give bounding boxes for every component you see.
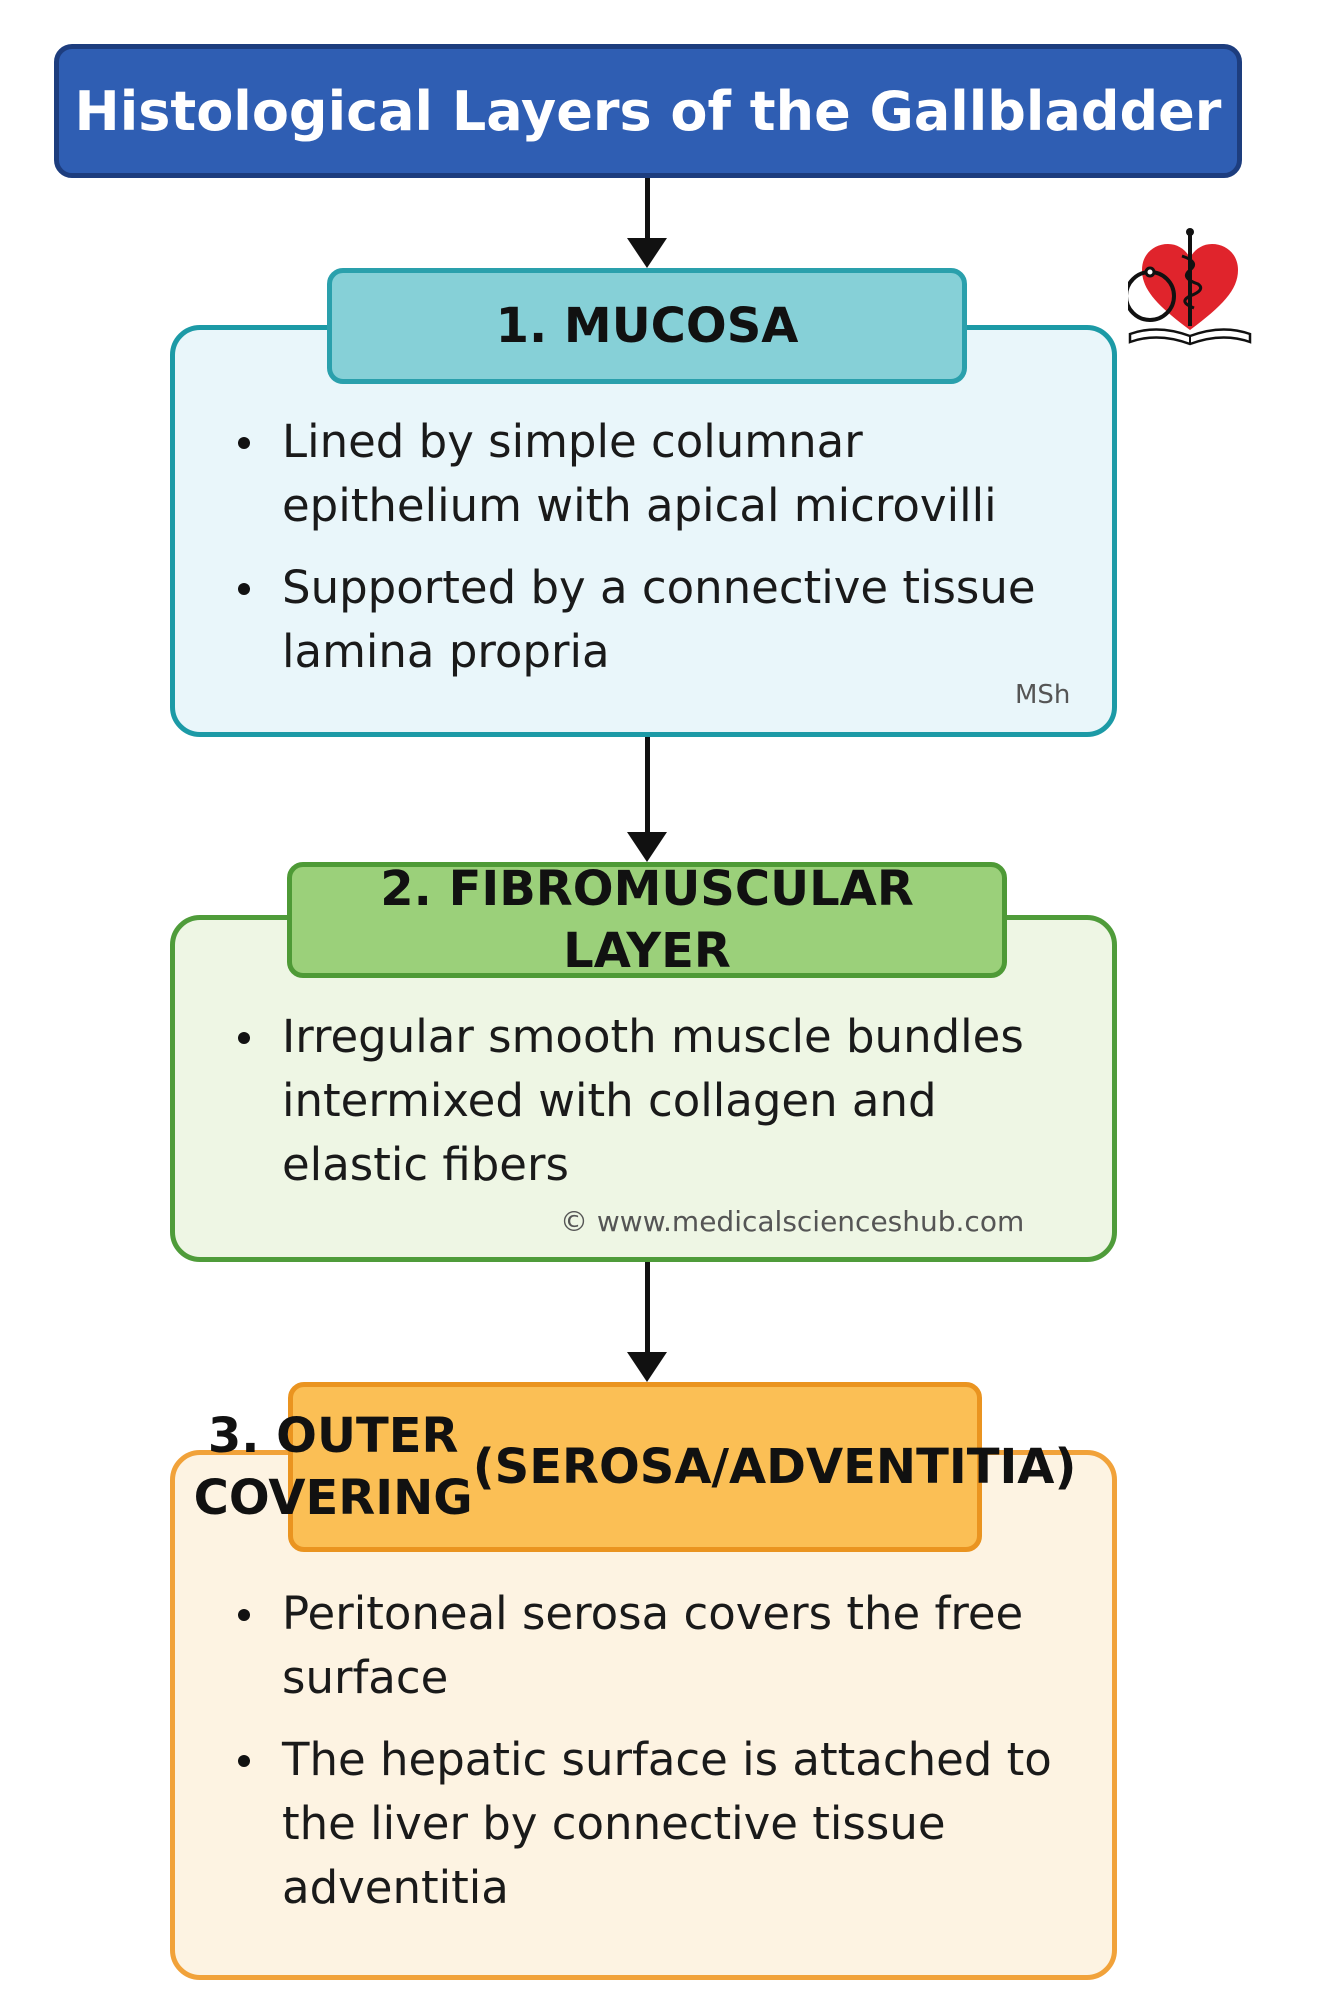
arrow-down-icon	[627, 178, 667, 268]
list-item: Peritoneal serosa covers the free surfac…	[226, 1582, 1056, 1710]
list-item: Irregular smooth muscle bundles intermix…	[226, 1005, 1046, 1197]
arrow-down-icon	[627, 1262, 667, 1382]
mucosa-header: 1. MUCOSA	[327, 268, 967, 384]
outer-header-line-2: (SEROSA/ADVENTITIA)	[472, 1438, 1077, 1495]
copyright-watermark: © www.medicalscienceshub.com	[560, 1205, 1025, 1238]
mucosa-bullets: Lined by simple columnar epithelium with…	[226, 410, 1096, 702]
list-item: Lined by simple columnar epithelium with…	[226, 410, 1096, 538]
list-item: The hepatic surface is attached to the l…	[226, 1728, 1056, 1920]
diagram-title: Histological Layers of the Gallbladder	[54, 44, 1242, 178]
outer-covering-header: 3. OUTER COVERING (SEROSA/ADVENTITIA)	[194, 1382, 1076, 1552]
outer-header-line-1: 3. OUTER COVERING	[193, 1407, 473, 1526]
fibromuscular-bullets: Irregular smooth muscle bundles intermix…	[226, 1005, 1046, 1215]
mucosa-box	[170, 325, 1117, 737]
list-item: Supported by a connective tissue lamina …	[226, 556, 1096, 684]
outer-covering-bullets: Peritoneal serosa covers the free surfac…	[226, 1582, 1056, 1938]
fibromuscular-header: 2. FIBROMUSCULAR LAYER	[287, 861, 1007, 979]
heart-stethoscope-book-icon	[1128, 228, 1252, 346]
author-mark: MSh	[1015, 680, 1071, 710]
arrow-down-icon	[627, 737, 667, 862]
